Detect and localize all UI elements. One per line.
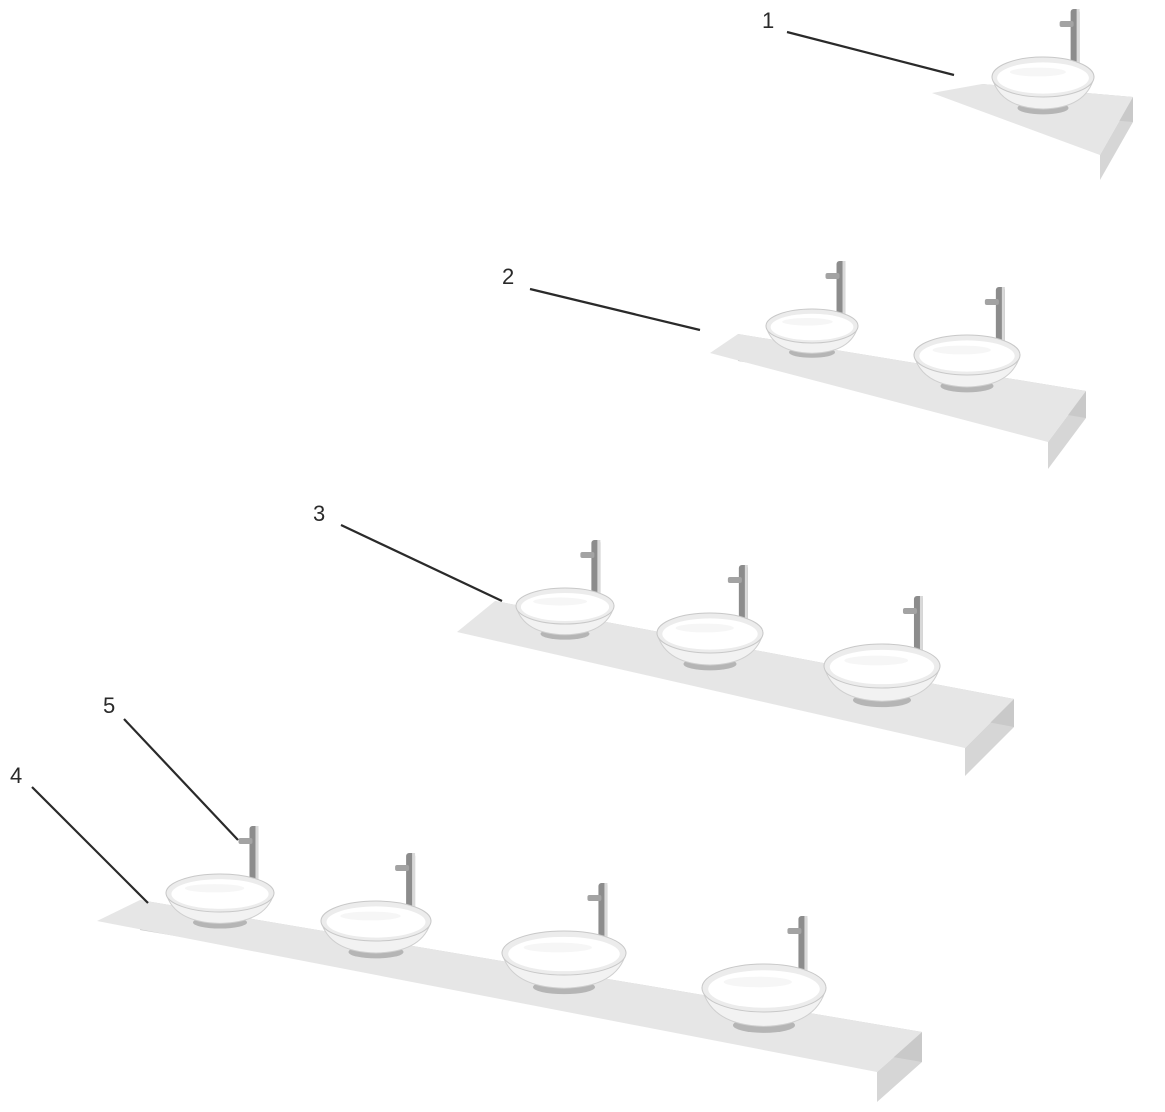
vessel-basin-icon [991,56,1095,115]
basin-unit [765,261,859,358]
leader-line-3 [340,524,503,602]
callout-label-5: 5 [103,693,116,718]
vessel-basin-icon [320,900,432,959]
countertop-2 [710,261,1086,469]
countertop-4 [97,826,922,1102]
leader-line-1 [786,30,955,77]
countertop-3 [457,540,1014,776]
basin-unit [991,9,1095,115]
basin-unit [515,540,615,640]
callout-label-1: 1 [762,8,775,33]
countertop-top-face [932,84,1133,155]
faucet-icon [825,261,846,323]
basin-unit [656,565,764,671]
vessel-basin-icon [501,930,627,995]
callout-label-4: 4 [10,763,23,788]
vessel-basin-icon [765,308,859,358]
countertop-1 [932,9,1133,180]
faucet-icon [395,853,416,917]
countertop-top-face [457,601,1014,748]
faucet-icon [727,565,748,629]
vessel-basin-icon [913,334,1021,393]
leader-line-4 [31,786,149,904]
callout-label-2: 2 [502,264,515,289]
faucet-icon [587,883,608,949]
faucet-icon [902,596,923,662]
leader-line-5 [123,718,239,841]
faucet-icon [1059,9,1080,73]
faucet-icon [787,916,808,984]
vessel-basin-icon [656,612,764,671]
faucet-icon [238,826,259,890]
vessel-basin-icon [515,587,615,640]
callout-label-3: 3 [313,501,326,526]
countertop-top-face [97,900,922,1072]
basin-unit [165,826,275,929]
vessel-basin-icon [165,873,275,929]
basin-unit [501,883,627,995]
countertop-top-face [710,334,1086,442]
faucet-icon [580,540,601,603]
vessel-basin-icon [823,643,941,708]
basin-unit [701,916,827,1033]
vessel-basin-icon [701,963,827,1033]
basin-unit [913,287,1021,393]
leader-line-2 [529,287,701,332]
basin-unit [320,853,432,959]
basin-unit [823,596,941,708]
faucet-icon [984,287,1005,351]
